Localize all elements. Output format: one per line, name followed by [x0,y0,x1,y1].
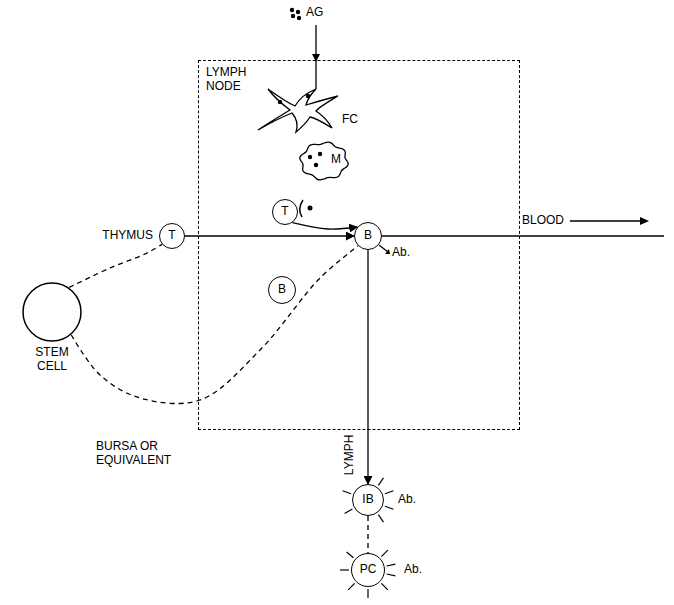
bursa-path [71,246,358,404]
antibody-rays [343,478,394,522]
organ-label: THYMUS [102,229,153,243]
cell-circle [23,283,81,341]
node-label: M [331,153,341,167]
cell-outline [22,282,82,342]
node-label: T [168,229,175,243]
antigen-dot [278,100,282,104]
blood-line [382,235,664,236]
lymph-node-region: LYMPH NODE FC M T B B [198,60,520,430]
b-cell: B [268,276,296,304]
label-holder: FC [342,113,358,127]
arrow-head [640,217,649,225]
follicular-cell: FC [252,85,367,135]
node-label: IB [362,493,373,507]
blood-arrow [570,220,642,221]
antigen-dot [290,8,294,12]
antigen-dot [308,155,312,159]
antibody-label: Ab. [392,246,410,260]
antibody-ray [340,569,349,570]
antibody-ray [378,478,383,485]
cell-body [258,89,338,132]
maturation-path [367,516,368,553]
label-holder: M [331,153,341,167]
antigen-dot [297,16,301,20]
antibody-ray [378,515,383,522]
thymus-arrow [185,235,354,236]
antigen-dot [314,163,318,167]
edge-label: LYMPH [343,435,357,475]
t-cell: T [272,199,298,225]
antibody-ray [381,583,387,589]
antigen-label: AG [306,6,323,20]
antibody-ray [348,583,354,589]
node-label: T [281,205,288,219]
antigen-dot [296,10,300,14]
lymph-path [367,250,368,484]
thymus-cell: T [159,223,185,249]
antigen-dot [291,14,295,18]
antibody-rays [340,550,395,598]
antibody-ray [343,491,352,494]
organ-label: BURSA OR EQUIVALENT [96,440,191,468]
antibody-ray [385,506,394,509]
antibody-ray [347,552,354,558]
flow-label: BLOOD [522,214,564,228]
antibody-ray [367,589,368,598]
cell-outline [298,140,354,182]
immunoblast: IB [352,484,384,516]
antibody-ray [381,550,387,556]
arrow-head [312,54,320,62]
antigen-cluster [290,8,301,20]
node-label: PC [360,563,377,577]
node-label: STEM CELL [22,282,82,374]
node-label: B [278,283,286,297]
antibody-label: Ab. [404,563,422,577]
antigen-dot [318,152,322,156]
node-label: FC [342,113,358,127]
b-cell: B [354,222,382,250]
macrophage: M [298,140,354,182]
stimulation-arrow [292,223,357,229]
thymus-path [69,244,162,287]
plasma-cell: PC [351,553,385,587]
stem-cell: STEM CELL [22,282,82,374]
antigen-dot [306,94,310,98]
receptor-arc [300,200,303,217]
antibody-ray [387,564,396,566]
antibody-ray [345,509,353,514]
node-label: B [364,229,372,243]
antibody-label: Ab. [398,493,416,507]
cell-body [300,142,348,180]
cell-outline [252,85,367,135]
antibody-ray [387,574,396,576]
antibody-arrow [379,245,388,252]
node-label: LYMPH NODE [206,66,256,94]
antibody-ray [385,491,394,494]
arrow-head [385,249,390,254]
antigen-dot [308,206,313,211]
